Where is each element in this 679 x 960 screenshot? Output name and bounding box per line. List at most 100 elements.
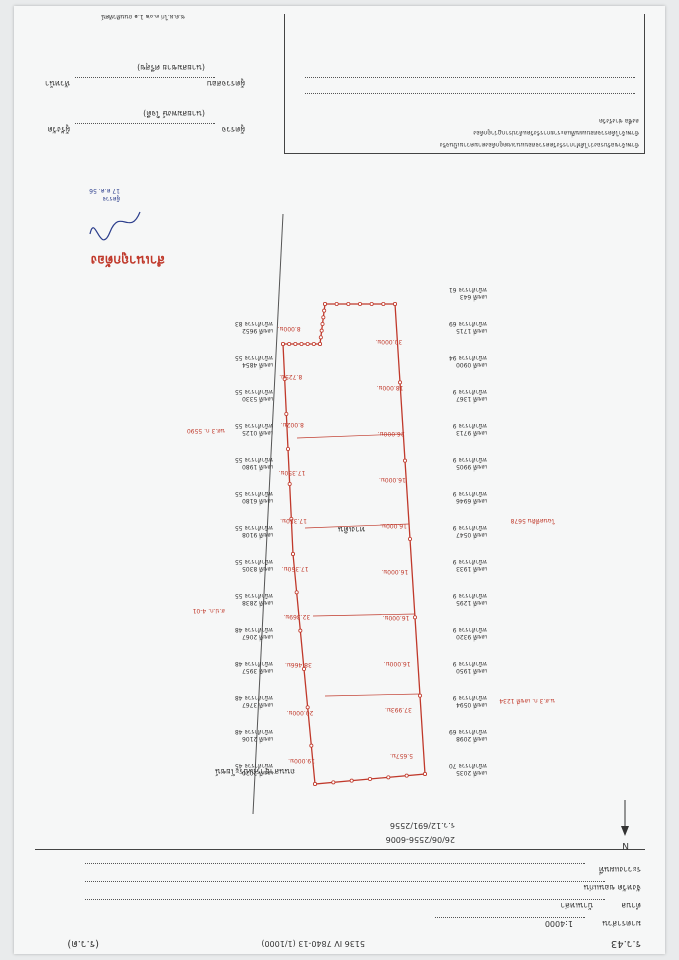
north-label: N [622, 840, 629, 850]
sig1-role: ผู้ตรวจ [221, 125, 245, 134]
owner-note: น.ส.3 ก. เลขที่ 1234 [499, 697, 555, 704]
distance-label: 17.350ม. [281, 565, 309, 572]
signature-scribble-icon [89, 211, 141, 241]
distance-label: 16.000ม. [383, 660, 411, 667]
reference-line [252, 214, 284, 814]
boundary-marker [369, 302, 374, 307]
cert-line2: ข้าพเจ้าได้ตรวจสอบแผนที่และรายการรังวัดแ… [473, 129, 639, 136]
parcel-survey-page: หน้าสำรวจ 55 [234, 422, 273, 429]
north-arrow-icon [621, 800, 629, 836]
parcel-number: เลขที่ 1933 [456, 565, 487, 572]
boundary-marker [368, 776, 373, 781]
boundary-marker [287, 482, 292, 487]
distance-label: 8.000ม. [277, 325, 301, 332]
boundary-marker [294, 590, 299, 595]
sig1-name: (นายสมพงษ์ ใจดี) [143, 109, 205, 118]
distance-label: 8.002ม. [280, 421, 304, 428]
boundary-marker [309, 743, 314, 748]
boundary-marker [358, 302, 363, 307]
parcel-number: เลขที่ 9108 [242, 531, 273, 538]
distance-label: 16.000ม. [382, 614, 410, 621]
boundary-marker [322, 308, 327, 313]
owner-note: ส.ป.ก. 4-01 [192, 607, 225, 614]
survey-no: 26/06/2556-6006 [385, 835, 455, 844]
row3-dots [85, 881, 605, 882]
sig2-role: ผู้ตรวจสอบ [206, 79, 245, 88]
distance-label: 16.000ม. [378, 476, 406, 483]
boundary-marker [418, 693, 423, 698]
parcel-number: เลขที่ 9652 [242, 327, 273, 334]
stamp-sign-note: ผู้ตรวจ [102, 195, 120, 202]
parcel-number: เลขที่ 1715 [456, 327, 487, 334]
parcel-survey-page: หน้าสำรวจ 9 [452, 524, 487, 531]
cert-left-rule [644, 14, 645, 154]
row4: ระวางแผนที่ [598, 865, 641, 874]
distance-label: 19.000ม. [288, 757, 315, 764]
boundary-marker [404, 773, 409, 778]
boundary-marker [318, 335, 323, 340]
cert-top-rule [285, 153, 645, 154]
boundary-marker [313, 782, 318, 787]
parcel-survey-page: หน้าสำรวจ 9 [452, 456, 487, 463]
boundary-marker [305, 705, 310, 710]
owner-note: นส.3 ก. 5590 [186, 427, 225, 434]
boundary-marker [302, 667, 307, 672]
distance-label: 30.000ม. [375, 338, 403, 345]
parcel-number: เลขที่ 6180 [242, 497, 273, 504]
parcel-survey-page: หน้าสำรวจ 9 [452, 388, 487, 395]
parcel-number: เลขที่ 0125 [242, 429, 273, 436]
distance-label: 20.000ม. [286, 709, 314, 716]
parcel-number: เลขที่ 9713 [456, 429, 487, 436]
distance-label: 17.350ม. [280, 517, 307, 524]
stamp-text: สำเนาถูกต้อง [90, 252, 165, 267]
sig2-suffix: หัวหน้า [45, 79, 70, 88]
parcel-survey-page: หน้าสำรวจ 9 [452, 490, 487, 497]
boundary-marker [321, 315, 326, 320]
parcel-number: เลขที่ 6946 [456, 497, 487, 504]
parcel-number: เลขที่ 9905 [456, 463, 487, 470]
plan-number: 5136 IV 7840-13 (1/1000) [261, 939, 365, 948]
boundary-marker [291, 552, 296, 557]
boundary-marker [349, 778, 354, 783]
form-ref: (ร.ว.ด) [67, 938, 99, 949]
boundary-marker [293, 342, 298, 347]
boundary-marker [393, 302, 398, 307]
parcel-number: เลขที่ 2035 [456, 769, 487, 776]
parcel-number: เลขที่ 2838 [242, 599, 273, 606]
header-rule [35, 849, 645, 850]
parcel-survey-page: หน้าสำรวจ 94 [448, 354, 487, 361]
boundary-markers [281, 302, 428, 787]
parcel-number: เลขที่ 5330 [242, 395, 273, 402]
scale-value: 1:4000 [544, 919, 573, 928]
cert-right-rule [284, 14, 285, 154]
parcel-number: เลขที่ 8305 [242, 565, 273, 572]
boundary-marker [413, 615, 418, 620]
boundary-marker [299, 342, 304, 347]
boundary-marker [423, 771, 428, 776]
parcel-number: เลขที่ 2067 [242, 633, 273, 640]
footer-left: ช.ต.ผ.ไก่ ๓.๐๒ 1.๑ ถนนทิวทัศน์ [101, 13, 185, 20]
parcel-survey-page: หน้าสำรวจ 55 [234, 456, 273, 463]
distance-label: 16.000ม. [380, 522, 407, 529]
parcel-number: เลขที่ 1950 [456, 667, 487, 674]
parcel-number: เลขที่ 4854 [242, 361, 273, 368]
parcel-number: เลขที่ 2106 [242, 735, 273, 742]
boundary-marker [282, 377, 287, 382]
distance-label: 16.000ม. [381, 568, 409, 575]
cert-dots-1 [305, 93, 635, 94]
